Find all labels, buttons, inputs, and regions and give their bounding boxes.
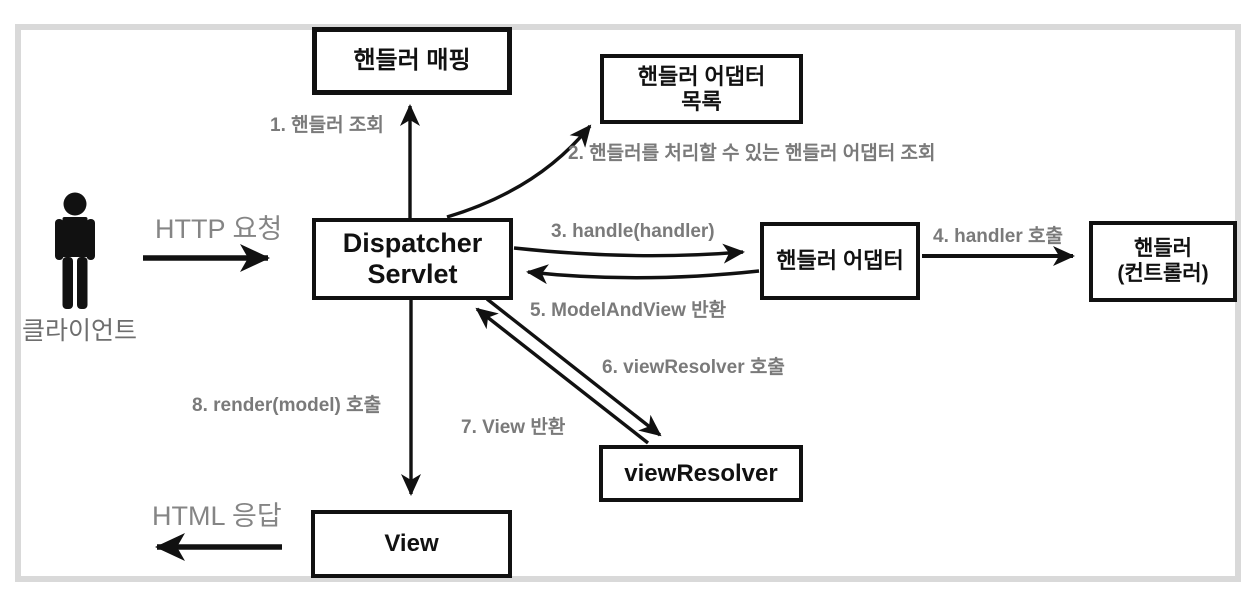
- step4-label: 4. handler 호출: [933, 226, 1063, 247]
- node-handler-adapter-list: 핸들러 어댑터 목록: [600, 54, 803, 124]
- node-dispatcher-servlet-label-line1: Dispatcher: [342, 227, 483, 258]
- node-dispatcher-servlet: Dispatcher Servlet: [312, 218, 513, 300]
- step2-label: 2. 핸들러를 처리할 수 있는 핸들러 어댑터 조회: [568, 143, 936, 164]
- client-person-icon: [55, 192, 95, 309]
- html-response-label: HTML 응답: [152, 501, 282, 531]
- node-handler-controller-label-line1: 핸들러: [1134, 237, 1192, 261]
- client-label: 클라이언트: [22, 317, 138, 345]
- node-handler-adapter-label: 핸들러 어댑터: [776, 248, 904, 274]
- step7-label: 7. View 반환: [461, 417, 566, 438]
- node-handler-adapter: 핸들러 어댑터: [760, 222, 920, 300]
- node-viewresolver-label: viewResolver: [624, 459, 778, 487]
- node-handler-mapping: 핸들러 매핑: [312, 27, 512, 95]
- diagram-frame: [15, 24, 1241, 582]
- step8-label: 8. render(model) 호출: [192, 395, 382, 416]
- node-handler-adapter-list-label-line2: 목록: [681, 89, 722, 114]
- node-handler-controller: 핸들러 (컨트롤러): [1089, 221, 1237, 302]
- node-dispatcher-servlet-label-line2: Servlet: [367, 259, 458, 289]
- node-handler-adapter-list-label-line1: 핸들러 어댑터: [637, 63, 766, 89]
- node-view: View: [311, 510, 512, 578]
- step5-label: 5. ModelAndView 반환: [530, 300, 727, 321]
- step1-label: 1. 핸들러 조회: [270, 115, 384, 136]
- node-viewresolver: viewResolver: [599, 445, 803, 502]
- node-view-label: View: [384, 530, 439, 558]
- http-request-label: HTTP 요청: [155, 214, 283, 244]
- step6-label: 6. viewResolver 호출: [602, 357, 785, 378]
- node-handler-controller-label-line2: (컨트롤러): [1117, 261, 1209, 285]
- node-handler-mapping-label: 핸들러 매핑: [353, 47, 471, 75]
- step3-label: 3. handle(handler): [551, 221, 715, 242]
